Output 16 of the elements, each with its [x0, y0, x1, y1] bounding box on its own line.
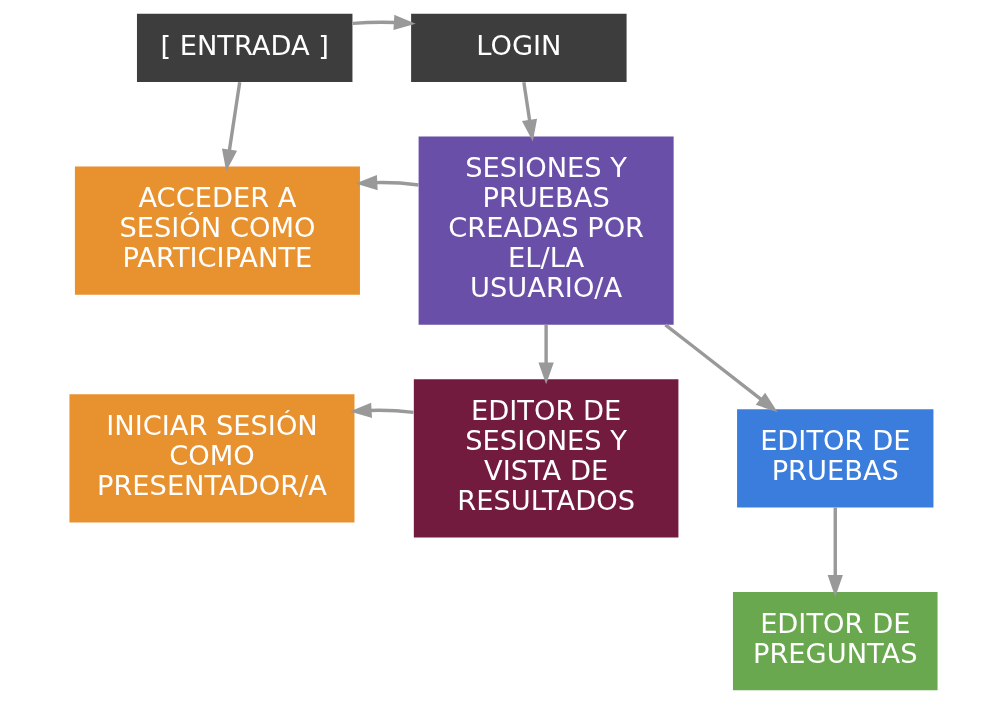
node-box: EDITOR DE PREGUNTAS: [732, 592, 938, 691]
node-box: EDITOR DE PRUEBAS: [736, 409, 933, 508]
node-box: ACCEDER A SESIÓN COMO PARTICIPANTE: [74, 166, 360, 295]
arrow: [354, 174, 419, 191]
arrow: [827, 507, 843, 597]
arrow: [352, 14, 416, 31]
arrow: [537, 324, 554, 385]
node-box: LOGIN: [410, 13, 627, 82]
node-box: INICIAR SESIÓN COMO PRESENTADOR/A: [68, 394, 354, 523]
arrow: [221, 82, 241, 172]
arrow: [663, 323, 778, 413]
arrow: [349, 402, 414, 418]
arrow: [521, 82, 537, 142]
node-box: [ ENTRADA ]: [136, 13, 352, 82]
node-box: SESIONES Y PRUEBAS CREADAS POR EL/LA USUARIO/A: [418, 136, 674, 325]
node-box: EDITOR DE SESIONES Y VISTA DE RESULTADOS: [413, 379, 678, 538]
